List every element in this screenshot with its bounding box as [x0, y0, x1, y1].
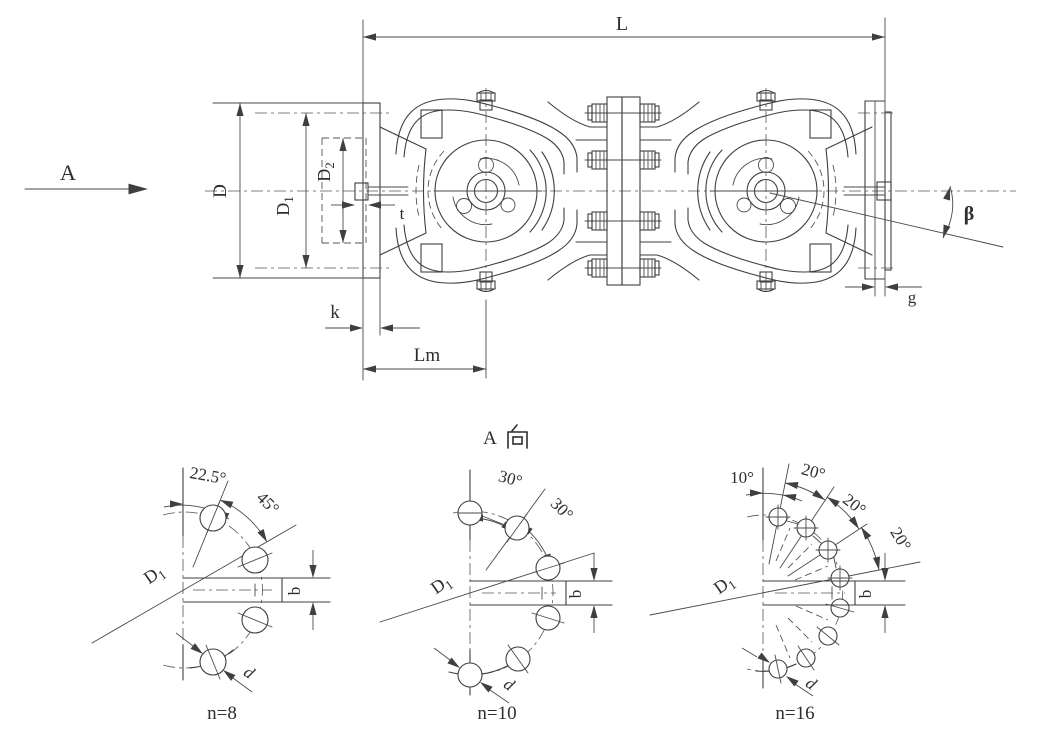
angle-label: 20° — [799, 459, 827, 484]
view-direction-arrow: A — [24, 160, 148, 195]
bolt-view-n8: 22.5° 45° b d — [91, 463, 331, 724]
flange-bolt-row — [584, 258, 662, 278]
main-side-view: A — [24, 13, 1016, 381]
dimension-b: b — [566, 553, 598, 633]
angle-label: 45° — [253, 488, 283, 518]
left-flange — [212, 19, 390, 381]
dim-b-label: b — [566, 590, 585, 599]
angle-label: 20° — [839, 490, 869, 520]
dim-b-label: b — [856, 590, 875, 599]
bolt-hole — [457, 662, 483, 688]
section-letter: A — [483, 428, 497, 449]
flange-bolt-row — [584, 211, 662, 231]
angle-label: 10° — [730, 468, 754, 487]
angle-label: 20° — [886, 524, 915, 554]
dimension-g: g — [845, 283, 922, 307]
xiang-character-glyph — [507, 424, 528, 449]
arrow-icon — [128, 183, 148, 195]
dimension-k: k — [325, 302, 420, 332]
dimension-Lm: Lm — [363, 299, 487, 379]
dim-g-label: g — [908, 288, 917, 307]
dim-Lm-label: Lm — [414, 345, 441, 366]
key-block — [354, 182, 369, 201]
beta-angle: β — [769, 185, 1004, 248]
flange-bolt-row — [584, 150, 662, 170]
bearing-block-bottom — [420, 243, 443, 273]
right-flange — [858, 17, 897, 297]
dimension-D1: D1 — [273, 113, 310, 268]
dim-D1-label: D1 — [273, 196, 296, 216]
dim-L-label: L — [616, 13, 628, 35]
dimension-D2: D2 — [314, 138, 347, 243]
dim-D2-label: D2 — [314, 162, 337, 182]
dim-b-label: b — [285, 587, 304, 596]
dim-d-label: d — [240, 662, 258, 683]
dimension-L: L — [363, 13, 885, 41]
dimension-b: b — [285, 550, 317, 630]
view-caption: n=8 — [207, 703, 237, 724]
dim-D1-label: D1 — [140, 560, 169, 590]
flange-bolt-row — [584, 103, 662, 123]
bolt-view-n10: 30° 30° b — [379, 466, 613, 724]
view-caption: n=10 — [477, 703, 516, 724]
view-caption: n=16 — [775, 703, 814, 724]
slot-keyway — [182, 577, 331, 603]
dimension-D: D — [210, 103, 244, 278]
dim-D1-label: D1 — [710, 570, 739, 600]
angle-label: 30° — [547, 494, 577, 524]
middle-flange-pair — [547, 96, 700, 286]
slot-keyway — [469, 580, 613, 606]
dim-D-label: D — [210, 184, 231, 198]
yoke-left — [367, 88, 578, 294]
dim-beta-label: β — [964, 203, 975, 225]
section-view-label: A — [483, 424, 528, 449]
dimension-t: t — [331, 201, 405, 223]
dim-d-label: d — [500, 674, 518, 695]
bearing-block-top — [420, 109, 443, 139]
flange-bolts — [584, 103, 662, 278]
slot-keyway — [762, 580, 906, 606]
dim-k-label: k — [330, 302, 340, 323]
dimension-b: b — [856, 553, 889, 633]
key-block — [876, 181, 892, 201]
dim-D1-label: D1 — [427, 570, 456, 600]
angle-label: 22.5° — [188, 463, 227, 488]
bolt-view-n16: 10° 20° 20° 20° — [649, 459, 921, 724]
dim-t-label: t — [400, 204, 405, 223]
angle-label: 30° — [496, 466, 524, 491]
view-arrow-label: A — [60, 160, 76, 185]
